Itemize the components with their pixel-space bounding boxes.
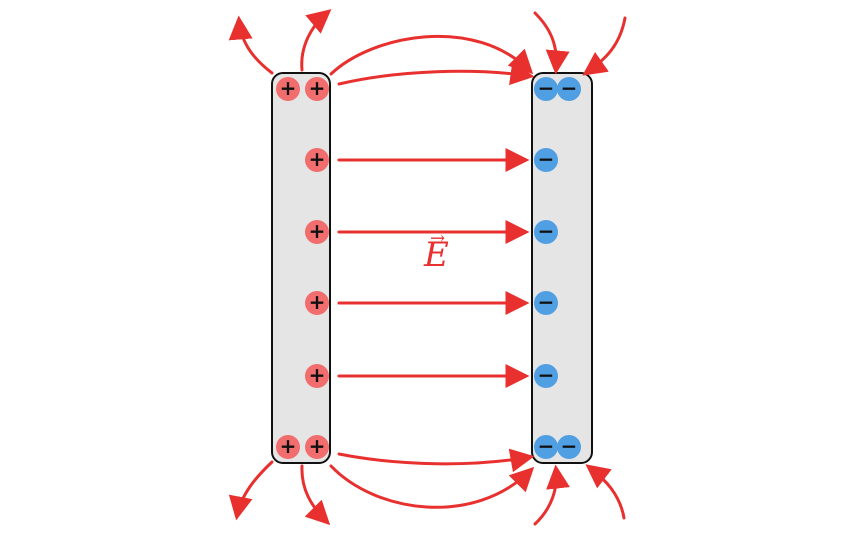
- positive-symbol: +: [309, 219, 326, 243]
- negative-charge: −: [534, 147, 558, 172]
- positive-charge: +: [305, 76, 329, 101]
- negative-charge: −: [534, 363, 558, 388]
- field-symbol: E: [424, 235, 449, 275]
- positive-charge: +: [305, 147, 329, 172]
- negative-symbol: −: [538, 147, 555, 171]
- negative-symbol: −: [561, 434, 578, 458]
- electric-field-label: → E: [424, 230, 449, 275]
- negative-charge: −: [534, 434, 558, 459]
- field-line-top-outer: [329, 34, 534, 76]
- field-line-top-inner: [337, 61, 535, 86]
- negative-symbol: −: [538, 434, 555, 458]
- positive-charge: +: [305, 290, 329, 315]
- negative-symbol: −: [561, 76, 578, 100]
- positive-charge: +: [305, 363, 329, 388]
- positive-symbol: +: [309, 76, 326, 100]
- fringe-line-right-bottom-inner: [533, 464, 570, 526]
- field-line-bottom-inner: [337, 448, 535, 473]
- fringe-line-right-top-inner: [533, 11, 570, 75]
- negative-symbol: −: [538, 290, 555, 314]
- negative-symbol: −: [538, 76, 555, 100]
- negative-charges: − − − − − − −: [534, 76, 581, 459]
- negative-charge: −: [534, 290, 558, 315]
- positive-symbol: +: [309, 434, 326, 458]
- positive-symbol: +: [280, 434, 297, 458]
- negative-charge: −: [557, 76, 581, 101]
- positive-symbol: +: [309, 290, 326, 314]
- field-line-bottom-outer: [329, 464, 535, 509]
- positive-charge: +: [305, 219, 329, 244]
- negative-charge: −: [557, 434, 581, 459]
- positive-charge: +: [305, 434, 329, 459]
- positive-symbol: +: [309, 147, 326, 171]
- negative-symbol: −: [538, 219, 555, 243]
- fringe-line-left-bottom-outer: [228, 460, 274, 521]
- negative-charge: −: [534, 219, 558, 244]
- fringe-line-left-bottom-inner: [300, 464, 331, 526]
- positive-charge: +: [276, 434, 300, 459]
- left-plate: [271, 72, 331, 464]
- positive-symbol: +: [280, 76, 297, 100]
- vector-arrow-icon: →: [430, 228, 446, 249]
- positive-symbol: +: [309, 363, 326, 387]
- right-plate: [531, 72, 593, 464]
- fringe-line-right-bottom-outer: [585, 464, 626, 520]
- negative-symbol: −: [538, 363, 555, 387]
- positive-charges: + + + + + + +: [276, 76, 329, 459]
- fringe-line-left-top-outer: [228, 15, 274, 75]
- fringe-line-right-top-outer: [582, 16, 627, 76]
- negative-charge: −: [534, 76, 558, 101]
- fringe-line-left-top-inner: [300, 9, 332, 72]
- positive-charge: +: [276, 76, 300, 101]
